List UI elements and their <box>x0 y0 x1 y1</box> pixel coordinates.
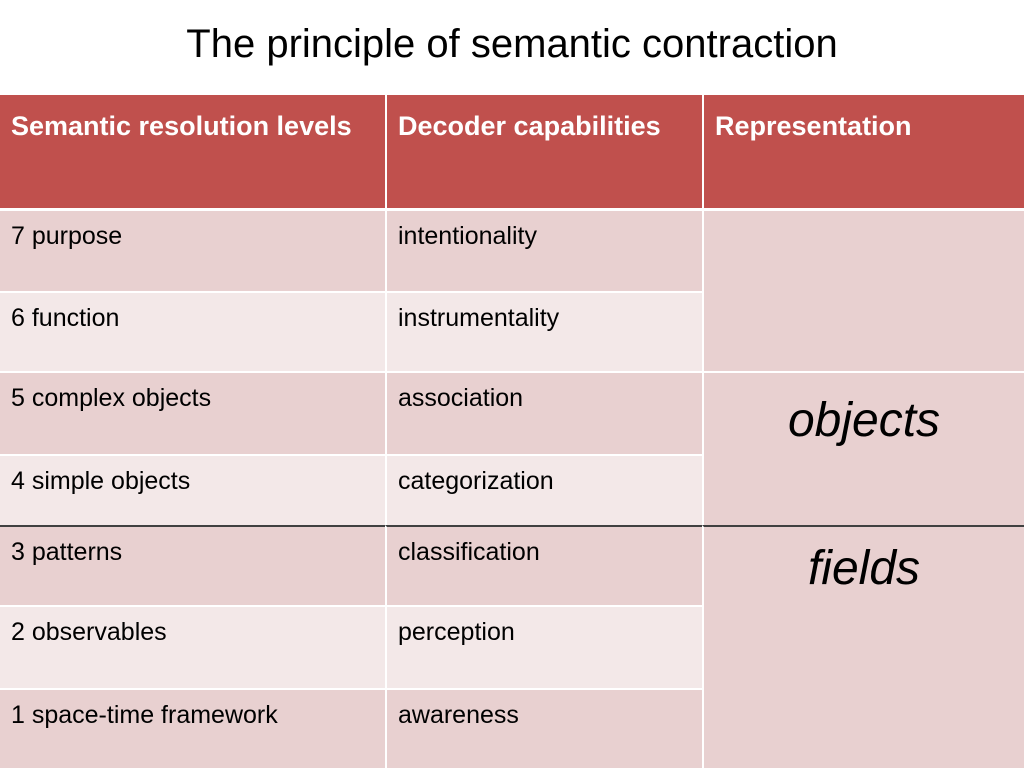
table-row-capability: classification <box>385 525 702 605</box>
header-representation: Representation <box>702 95 1024 211</box>
header-decoder-capabilities: Decoder capabilities <box>385 95 702 211</box>
header-semantic-levels: Semantic resolution levels <box>0 95 385 211</box>
table-row-level: 1 space-time framework <box>0 688 385 768</box>
table-row-level: 3 patterns <box>0 525 385 605</box>
table-row-capability: association <box>385 371 702 454</box>
table-row-capability: categorization <box>385 454 702 525</box>
table-row-capability: perception <box>385 605 702 688</box>
representation-objects: objects <box>702 371 1024 525</box>
table-row-capability: awareness <box>385 688 702 768</box>
representation-empty-cell <box>702 211 1024 371</box>
semantic-table: Semantic resolution levels Decoder capab… <box>0 95 1024 768</box>
table-row-capability: instrumentality <box>385 291 702 371</box>
table-row-level: 7 purpose <box>0 211 385 291</box>
table-row-level: 5 complex objects <box>0 371 385 454</box>
table-row-level: 2 observables <box>0 605 385 688</box>
representation-fields: fields <box>702 525 1024 768</box>
slide-title: The principle of semantic contraction <box>186 22 838 66</box>
table-row-capability: intentionality <box>385 211 702 291</box>
table-row-level: 4 simple objects <box>0 454 385 525</box>
table-row-level: 6 function <box>0 291 385 371</box>
